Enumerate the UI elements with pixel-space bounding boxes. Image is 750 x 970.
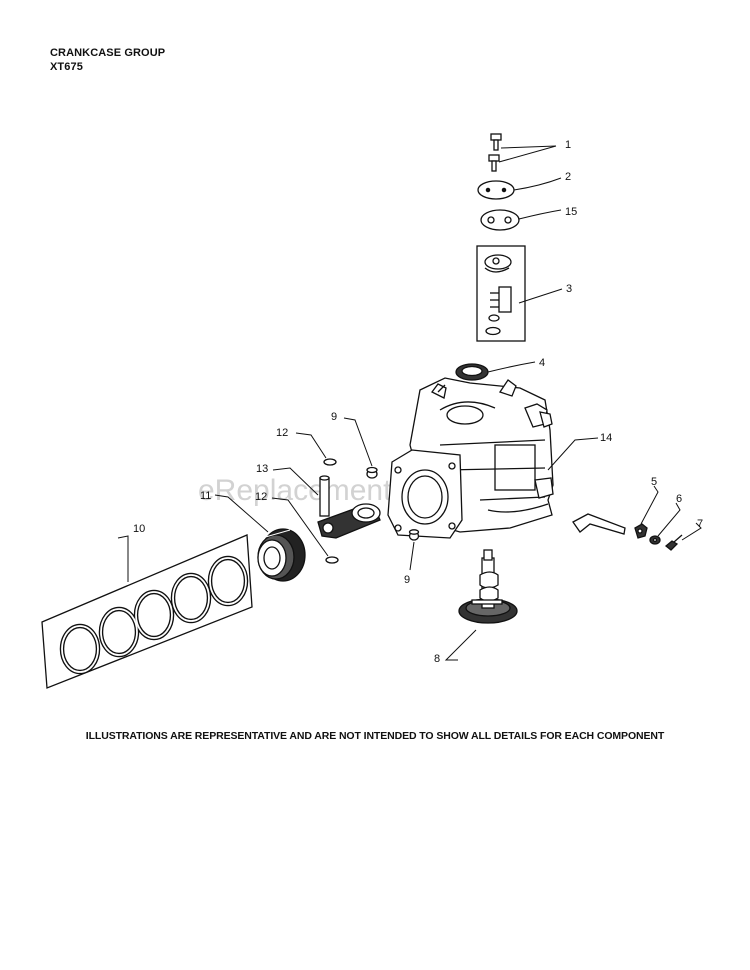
callout-2: 2 [565,171,571,183]
part-4-oil-seal[interactable] [455,363,489,381]
callout-6: 6 [676,493,682,505]
callout-7: 7 [697,518,703,530]
callout-11: 11 [200,490,211,502]
part-13-piston-pin[interactable] [319,475,330,517]
part-14-crankcase[interactable] [387,377,554,539]
part-9-dowel-pin-lower[interactable] [408,529,420,541]
callout-4: 4 [539,357,545,369]
part-12-retaining-ring-lower[interactable] [325,556,339,564]
part-15-gasket[interactable] [480,209,520,231]
part-10-piston-ring-set[interactable] [41,534,253,689]
disclaimer-text: ILLUSTRATIONS ARE REPRESENTATIVE AND ARE… [85,730,665,742]
part-11-piston[interactable] [257,528,306,582]
part-5-fitting[interactable] [634,523,648,539]
model-number: XT675 [50,61,83,73]
callout-15: 15 [565,206,577,218]
part-2-cover-plate[interactable] [477,180,515,200]
dipstick-tube[interactable] [572,513,626,535]
part-6-nut[interactable] [649,535,661,545]
connecting-rod[interactable] [317,503,381,539]
callout-12-upper: 12 [276,427,288,439]
part-3-governor-kit[interactable] [476,245,526,342]
callout-8: 8 [434,653,440,665]
callout-9-upper: 9 [331,411,337,423]
callout-9-lower: 9 [404,574,410,586]
callout-12-lower: 12 [255,491,267,503]
callout-14: 14 [600,432,612,444]
part-7-screw[interactable] [664,534,683,551]
callout-5: 5 [651,476,657,488]
callout-13: 13 [256,463,268,475]
part-1-bolts[interactable] [488,133,502,172]
diagram-title: CRANKCASE GROUP [50,47,166,59]
part-9-dowel-pin-upper[interactable] [366,466,378,479]
callout-3: 3 [566,283,572,295]
part-8-camshaft[interactable] [458,549,518,624]
callout-10: 10 [133,523,145,535]
callout-1: 1 [565,139,571,151]
part-12-retaining-ring-upper[interactable] [323,458,337,466]
